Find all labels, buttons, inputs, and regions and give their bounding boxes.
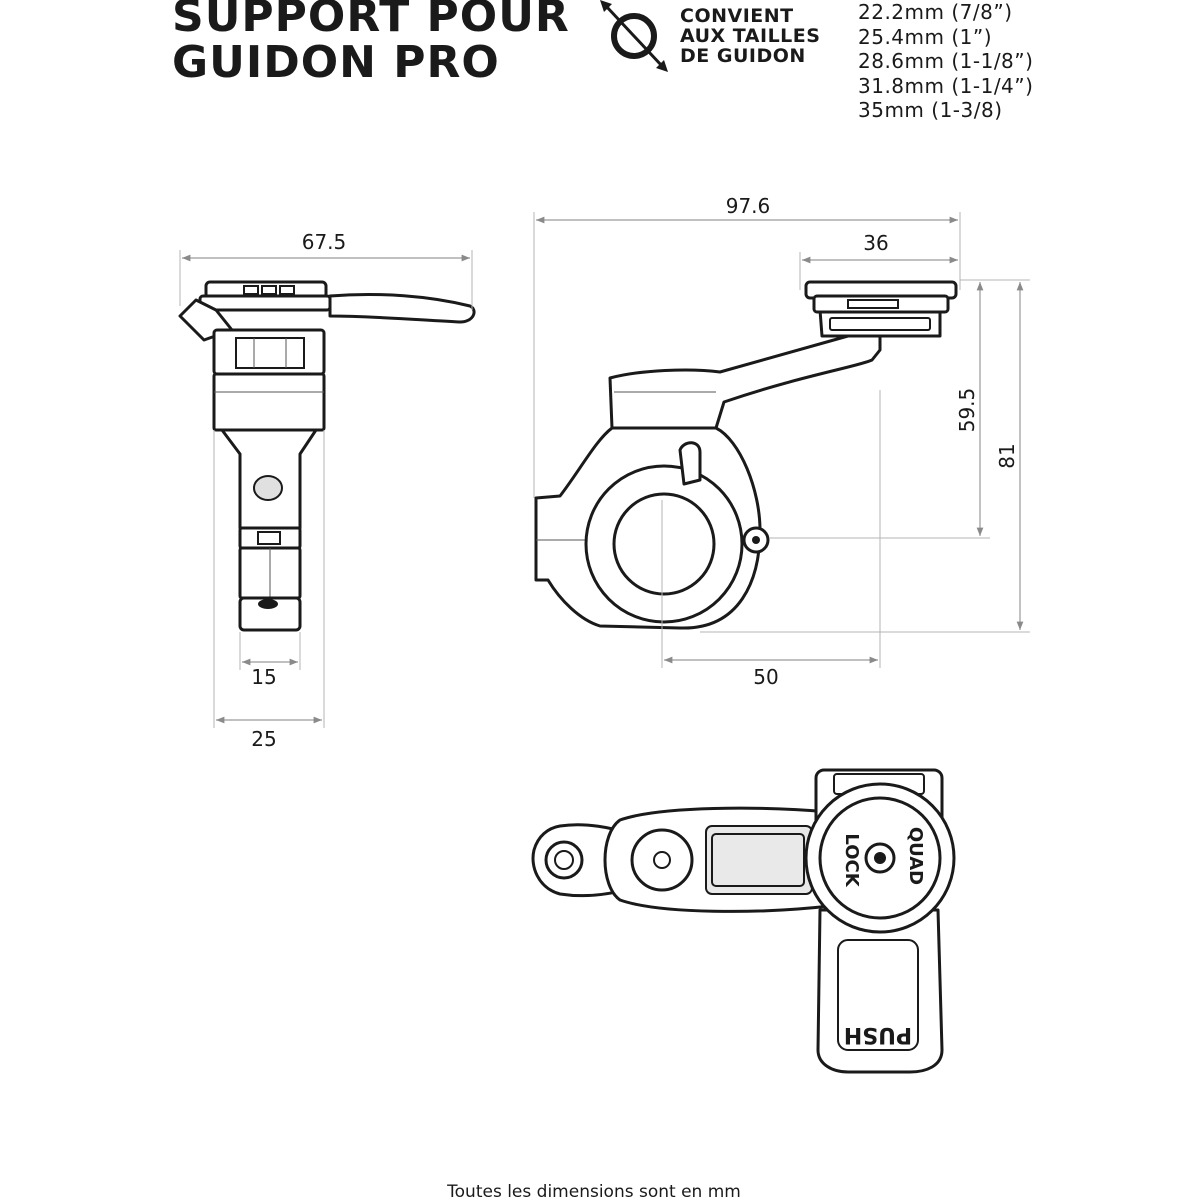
dim-overall-height: 81 bbox=[995, 443, 1019, 468]
push-label: PUSH bbox=[844, 1022, 912, 1047]
size-item: 28.6mm (1-1/8”) bbox=[858, 49, 1034, 73]
handlebar-size-list: 22.2mm (7/8”) 25.4mm (1”) 28.6mm (1-1/8”… bbox=[858, 0, 1033, 123]
front-view-dimensions: 97.6 36 50 59.5 81 bbox=[533, 194, 1030, 689]
diameter-icon bbox=[600, 0, 668, 72]
fits-line-2: AUX TAILLES bbox=[680, 25, 821, 47]
lock-label: LOCK bbox=[841, 833, 862, 887]
title-line-2: GUIDON PRO bbox=[172, 37, 500, 88]
fits-line-3: DE GUIDON bbox=[680, 45, 806, 67]
dim-side-width: 67.5 bbox=[302, 230, 347, 254]
size-item: 31.8mm (1-1/4”) bbox=[858, 73, 1034, 98]
dim-offset-length: 50 bbox=[753, 665, 778, 689]
dim-overall-length: 97.6 bbox=[726, 194, 771, 218]
side-view bbox=[178, 280, 476, 632]
fits-line-1: CONVIENT bbox=[680, 5, 794, 27]
side-view-dimensions: 67.5 15 25 bbox=[179, 230, 473, 751]
dim-stem-width: 15 bbox=[251, 665, 276, 689]
dim-base-width: 25 bbox=[251, 727, 276, 751]
front-view bbox=[534, 280, 958, 630]
title-line-1: SUPPORT POUR bbox=[172, 0, 570, 42]
size-item: 25.4mm (1”) bbox=[858, 24, 993, 49]
size-item: 22.2mm (7/8”) bbox=[858, 0, 1013, 24]
top-view: PUSH QUAD LOCK bbox=[531, 768, 956, 1074]
size-item: 35mm (1-3/8) bbox=[858, 98, 1003, 122]
page-title: SUPPORT POUR GUIDON PRO bbox=[172, 0, 570, 86]
fits-label: CONVIENT AUX TAILLES DE GUIDON bbox=[680, 6, 820, 66]
dim-mount-width: 36 bbox=[863, 231, 888, 255]
dim-centre-height: 59.5 bbox=[955, 388, 979, 433]
brand-label: QUAD bbox=[905, 827, 926, 885]
units-note: Toutes les dimensions sont en mm bbox=[447, 1182, 741, 1202]
